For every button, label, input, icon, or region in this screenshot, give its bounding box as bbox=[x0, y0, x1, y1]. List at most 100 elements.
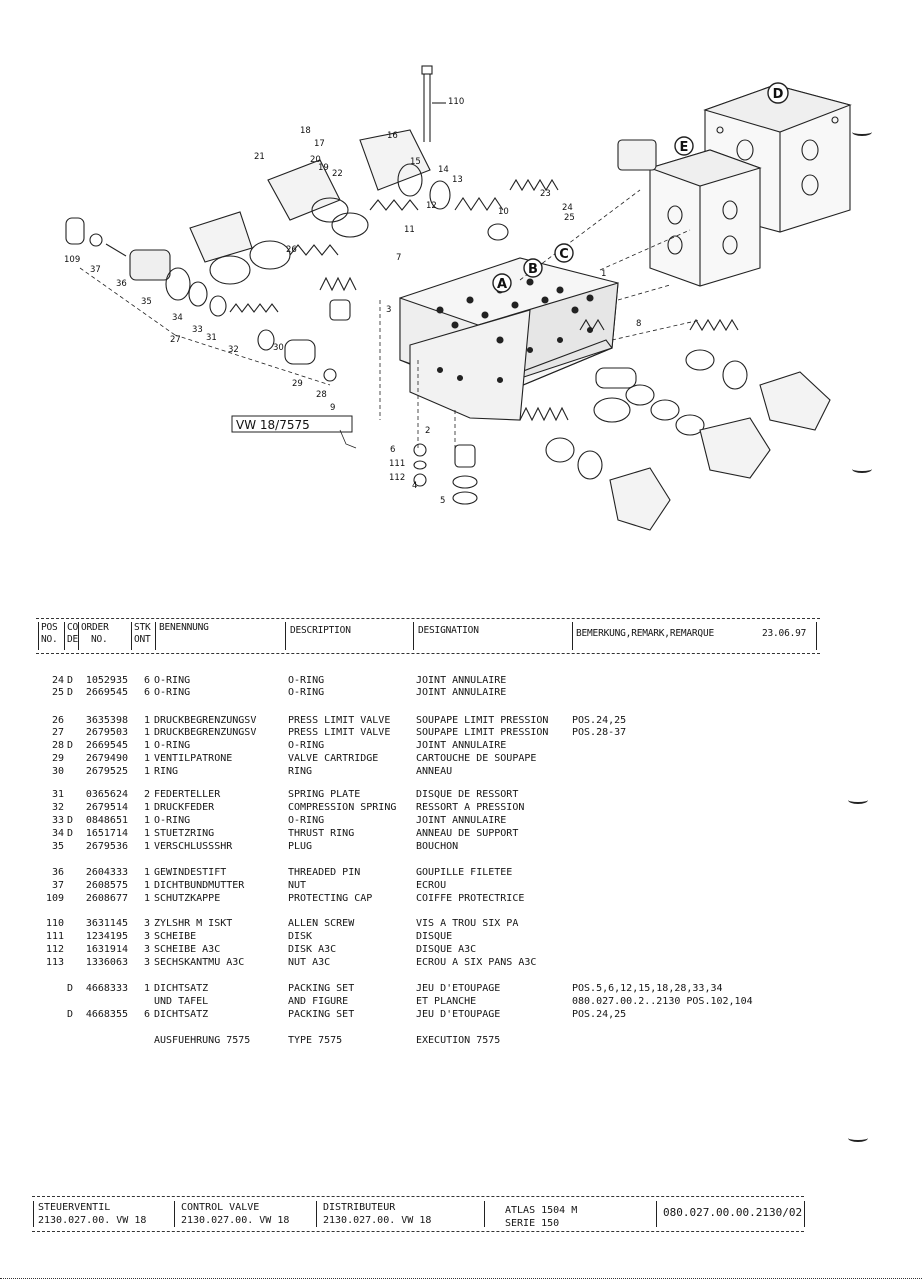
qty-cell: 1 bbox=[143, 727, 150, 738]
header-order-no: NO. bbox=[91, 634, 108, 645]
binding-mark bbox=[848, 796, 868, 804]
order-no-cell: 1651714 bbox=[85, 828, 128, 839]
part-number-label: 36 bbox=[116, 279, 127, 289]
part-number-label: 17 bbox=[314, 139, 325, 149]
order-no-cell: 2608575 bbox=[85, 880, 128, 891]
part-number-label: 15 bbox=[410, 157, 421, 167]
part-number-label: 19 bbox=[318, 163, 329, 173]
part-number-label: 35 bbox=[141, 297, 152, 307]
order-no-cell: 2604333 bbox=[85, 867, 128, 878]
benennung-cell: UND TAFEL bbox=[154, 996, 209, 1007]
designation-cell: DISQUE bbox=[416, 931, 453, 942]
co-cell: D bbox=[67, 1009, 74, 1020]
part-number-label: 23 bbox=[540, 189, 551, 199]
benennung-cell: SCHEIBE A3C bbox=[154, 944, 221, 955]
part-number-label: 21 bbox=[254, 152, 265, 162]
description-cell: DISK A3C bbox=[288, 944, 337, 955]
header-date: 23.06.97 bbox=[762, 628, 807, 639]
benennung-cell: AUSFUEHRUNG 7575 bbox=[154, 1035, 251, 1046]
co-cell: D bbox=[67, 740, 74, 751]
part-number-label: 8 bbox=[636, 319, 641, 329]
order-no-cell: 4668355 bbox=[85, 1009, 128, 1020]
description-cell: COMPRESSION SPRING bbox=[288, 802, 397, 813]
designation-cell: CARTOUCHE DE SOUPAPE bbox=[416, 753, 537, 764]
part-number-label: 33 bbox=[192, 325, 203, 335]
designation-cell: GOUPILLE FILETEE bbox=[416, 867, 513, 878]
pos-cell: 28 bbox=[51, 740, 64, 751]
part-number-label: 110 bbox=[448, 97, 464, 107]
benennung-cell: DRUCKFEDER bbox=[154, 802, 215, 813]
part-number-label: 32 bbox=[228, 345, 239, 355]
part-number-label: 6 bbox=[390, 445, 395, 455]
part-number-label: 29 bbox=[292, 379, 303, 389]
description-cell: O-RING bbox=[288, 740, 325, 751]
benennung-cell: SCHEIBE bbox=[154, 931, 197, 942]
pos-cell: 110 bbox=[45, 918, 64, 929]
description-cell: NUT bbox=[288, 880, 307, 891]
designation-cell: VIS A TROU SIX PA bbox=[416, 918, 519, 929]
pos-cell: 112 bbox=[45, 944, 64, 955]
remark-cell: POS.28-37 bbox=[572, 727, 627, 738]
qty-cell: 1 bbox=[143, 753, 150, 764]
callout-b: B bbox=[528, 262, 538, 277]
designation-cell: JOINT ANNULAIRE bbox=[416, 740, 507, 751]
benennung-cell: DRUCKBEGRENZUNGSV bbox=[154, 727, 257, 738]
exploded-view-diagram: A B C D E 110181716212019221514131211102… bbox=[64, 65, 852, 531]
benennung-cell: VERSCHLUSSSHR bbox=[154, 841, 233, 852]
description-cell: PLUG bbox=[288, 841, 313, 852]
benennung-cell: DRUCKBEGRENZUNGSV bbox=[154, 715, 257, 726]
col-divider bbox=[64, 622, 65, 650]
part-number-label: 34 bbox=[172, 313, 183, 323]
solenoid-block-e bbox=[617, 139, 762, 287]
header-benennung: BENENNUNG bbox=[159, 622, 209, 633]
header-stk: STK bbox=[134, 622, 151, 633]
vw-drawing-label: VW 18/7575 bbox=[236, 418, 310, 432]
header-ont: ONT bbox=[134, 634, 151, 645]
binding-mark bbox=[848, 1134, 868, 1142]
co-cell: D bbox=[67, 983, 74, 994]
col-divider bbox=[131, 622, 132, 650]
footer-de-no: 2130.027.00. VW 18 bbox=[38, 1215, 147, 1226]
description-cell: TYPE 7575 bbox=[288, 1035, 343, 1046]
spool-section-lower bbox=[519, 318, 831, 531]
benennung-cell: GEWINDESTIFT bbox=[154, 867, 227, 878]
footer-divider bbox=[174, 1201, 175, 1227]
order-no-cell: 2679503 bbox=[85, 727, 128, 738]
header-de: DE bbox=[67, 634, 79, 645]
header-description: DESCRIPTION bbox=[290, 625, 351, 636]
description-cell: PRESS LIMIT VALVE bbox=[288, 715, 391, 726]
part-number-label: 31 bbox=[206, 333, 217, 343]
order-no-cell: 2679536 bbox=[85, 841, 128, 852]
part-number-label: 12 bbox=[426, 201, 437, 211]
designation-cell: COIFFE PROTECTRICE bbox=[416, 893, 525, 904]
part-number-label: 28 bbox=[316, 390, 327, 400]
benennung-cell: RING bbox=[154, 766, 179, 777]
part-number-label: 109 bbox=[64, 255, 80, 265]
designation-cell: BOUCHON bbox=[416, 841, 459, 852]
designation-cell: ET PLANCHE bbox=[416, 996, 477, 1007]
order-no-cell: 1336063 bbox=[85, 957, 128, 968]
col-divider bbox=[155, 622, 156, 650]
part-number-label: 112 bbox=[389, 473, 405, 483]
header-order: ORDER bbox=[81, 622, 109, 633]
description-cell: O-RING bbox=[288, 815, 325, 826]
description-cell: VALVE CARTRIDGE bbox=[288, 753, 379, 764]
qty-cell: 1 bbox=[143, 766, 150, 777]
benennung-cell: DICHTSATZ bbox=[154, 983, 209, 994]
designation-cell: DISQUE DE RESSORT bbox=[416, 789, 519, 800]
binding-mark bbox=[852, 128, 872, 136]
page-bottom-rule bbox=[0, 1278, 922, 1279]
description-cell: PACKING SET bbox=[288, 1009, 355, 1020]
pos-cell: 109 bbox=[45, 893, 64, 904]
qty-cell: 1 bbox=[143, 828, 150, 839]
part-number-label: 22 bbox=[332, 169, 343, 179]
